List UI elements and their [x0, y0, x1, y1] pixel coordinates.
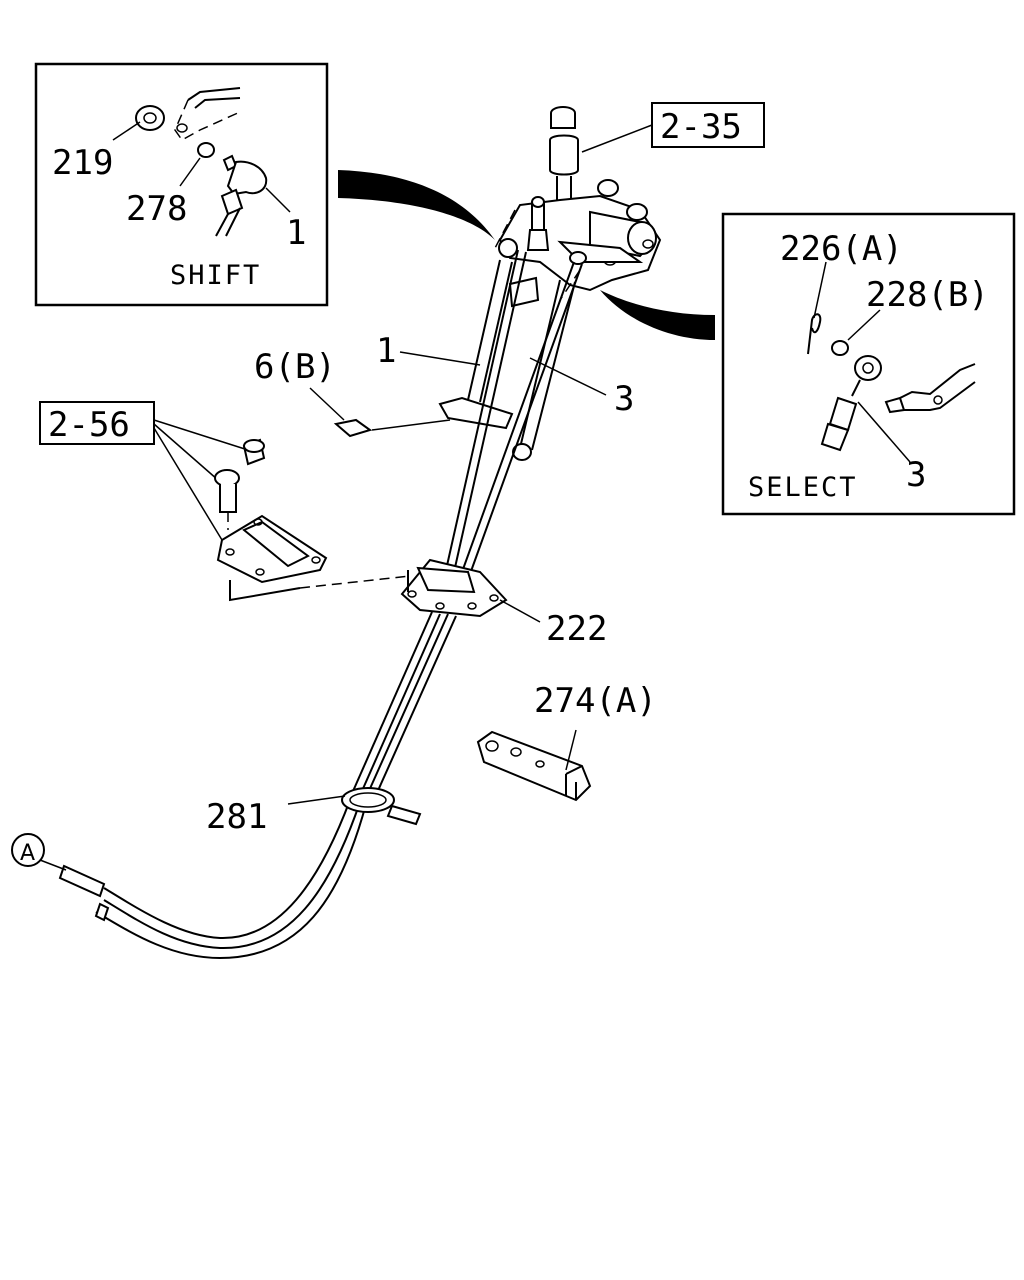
shift-tower-assembly: [438, 106, 662, 461]
plate-222-icon: [400, 558, 508, 618]
shift-ball-joint-icon: [215, 154, 268, 237]
ref-2-35-label: 2-35: [660, 107, 742, 147]
washer-278-icon: [197, 142, 215, 158]
select-ball-joint-icon: [820, 355, 882, 452]
label-278: 278: [126, 189, 187, 229]
label-select-3: 3: [906, 455, 926, 495]
select-lever-arm: [884, 363, 976, 414]
label-219: 219: [52, 143, 113, 183]
label-222: 222: [546, 609, 607, 649]
shift-inset: 219 278 1 SHIFT: [34, 62, 329, 307]
label-226A: 226(A): [780, 229, 903, 269]
label-main-3: 3: [614, 379, 634, 419]
shift-lever-arm: [174, 87, 241, 141]
cable-lower: [58, 611, 457, 960]
label-274A: 274(A): [534, 681, 657, 721]
select-cable-upper: [461, 261, 583, 575]
ref-2-35[interactable]: 2-35: [651, 102, 765, 148]
label-6B: 6(B): [254, 347, 336, 387]
label-main-1: 1: [376, 331, 396, 371]
grommet-281-icon: [341, 787, 422, 826]
circle-A-marker: A: [11, 833, 67, 871]
circle-A-label: A: [20, 841, 35, 866]
label-shift-1: 1: [286, 213, 306, 253]
washer-228-icon: [831, 340, 849, 356]
select-callout-sweep: [600, 290, 715, 340]
ref-2-56[interactable]: 2-56: [39, 401, 155, 445]
bracket-274A-icon: [476, 730, 592, 802]
shift-cable-upper: [445, 249, 527, 573]
bracket-2-56-group: [214, 438, 411, 602]
clip-6B-icon: [333, 418, 373, 438]
shift-caption: SHIFT: [170, 260, 261, 291]
nut-219-icon: [135, 105, 165, 131]
select-inset: 226(A) 228(B) 3 SELECT: [721, 212, 1016, 516]
label-228B: 228(B): [866, 275, 989, 315]
label-281: 281: [206, 797, 267, 837]
ref-2-56-label: 2-56: [48, 405, 130, 445]
select-caption: SELECT: [748, 472, 858, 503]
shift-callout-sweep: [338, 170, 495, 240]
